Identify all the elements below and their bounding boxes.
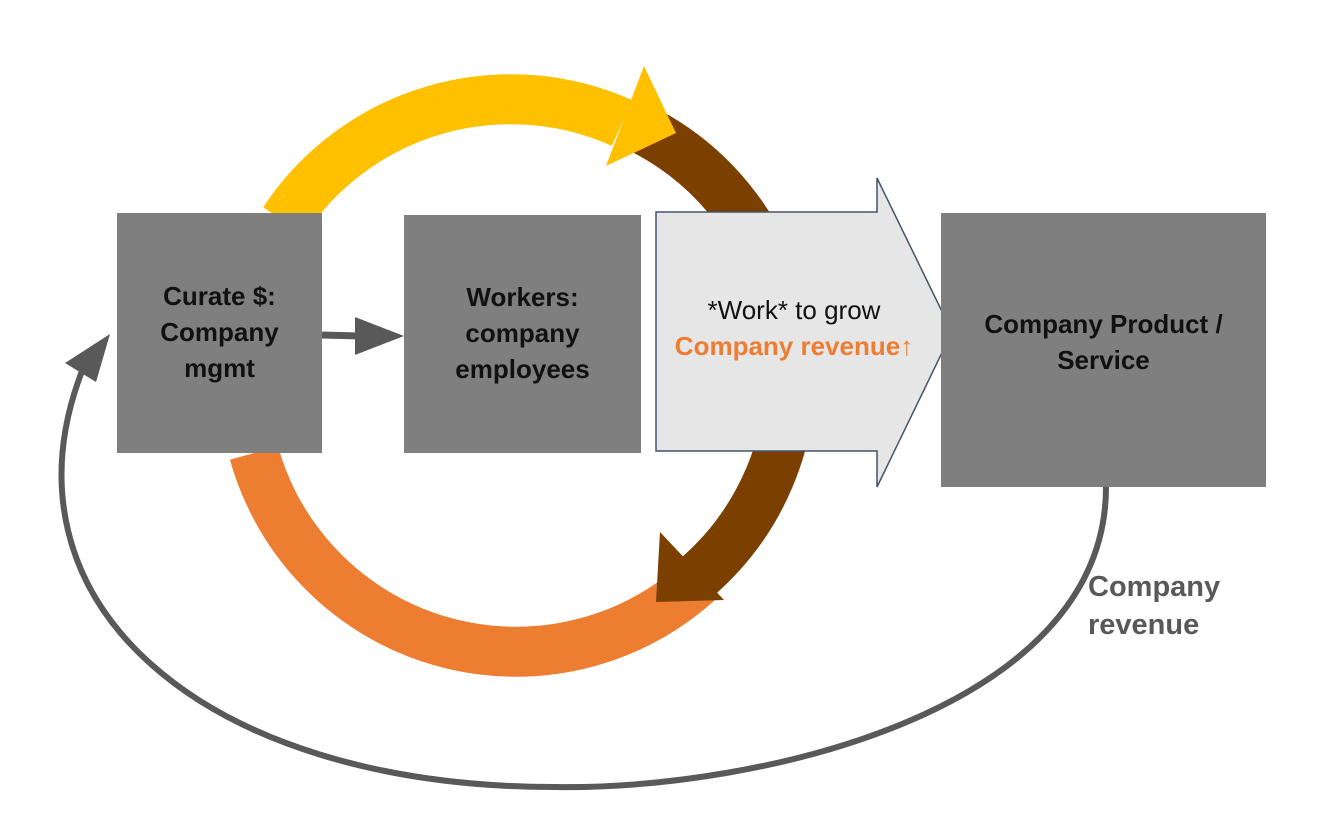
cycle-yellow-arrowhead [606, 66, 676, 166]
revenue-loop-label-line1: Company [1088, 571, 1221, 603]
revenue-loop-line [58, 364, 1109, 791]
revenue-loop-arrowhead [65, 334, 110, 382]
revenue-loop-label: Company revenue [1088, 569, 1220, 644]
company-product-service-box: Company Product / Service [941, 213, 1266, 487]
workers-label-line1: Workers: [466, 282, 579, 313]
curate-company-mgmt-box: Curate $: Company mgmt [117, 213, 322, 453]
cycle-yellow-segment [263, 74, 633, 236]
mgmt-to-workers-arrowhead [355, 317, 404, 355]
mgmt-label-line1: Curate $: [163, 281, 276, 312]
mgmt-label-line2: Company [160, 317, 279, 348]
work-arrow-label-line1: *Work* to grow [707, 295, 881, 325]
work-arrow-label-line2: Company revenue↑ [674, 331, 914, 362]
work-arrow-shape [655, 177, 953, 488]
cycle-orange-segment [229, 446, 717, 677]
product-label-line1: Company Product / [984, 309, 1223, 340]
revenue-loop-label-line2: revenue [1088, 608, 1200, 641]
cycle-brown-arrowhead [656, 532, 724, 602]
workers-label-line3: employees [455, 353, 590, 384]
work-arrow-label: *Work* to grow Company revenue↑ [656, 292, 932, 365]
mgmt-label-line3: mgmt [184, 352, 255, 383]
workers-label-line2: company [465, 318, 580, 349]
mgmt-to-workers-line [321, 331, 361, 340]
workers-company-employees-box: Workers: company employees [404, 215, 641, 453]
product-label-line2: Service [1057, 345, 1150, 375]
